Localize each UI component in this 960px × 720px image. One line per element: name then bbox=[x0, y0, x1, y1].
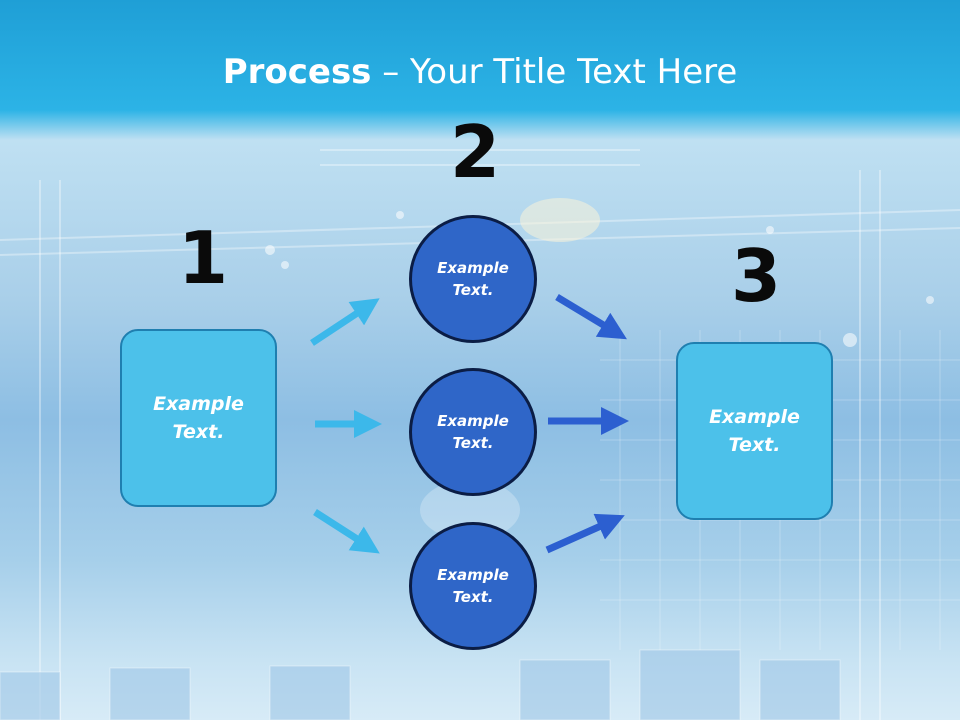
circle-top-line1: Example bbox=[437, 258, 509, 277]
circle-bottom-line2: Text. bbox=[452, 588, 494, 606]
left-box-line1: Example bbox=[153, 392, 244, 415]
arrow-bottom-to-right bbox=[545, 513, 625, 554]
arrow-left-to-top bbox=[310, 298, 380, 346]
title-rest: – Your Title Text Here bbox=[371, 52, 738, 92]
circle-top-line2: Text. bbox=[452, 281, 494, 299]
right-box-line1: Example bbox=[709, 405, 800, 428]
circle-middle-line2: Text. bbox=[452, 434, 494, 452]
slide-title: Process – Your Title Text Here bbox=[0, 52, 960, 92]
step-number-2: 2 bbox=[450, 110, 501, 194]
title-bold: Process bbox=[222, 52, 372, 92]
circle-bottom-line1: Example bbox=[437, 565, 509, 584]
left-box-line2: Text. bbox=[172, 421, 225, 443]
arrow-top-to-right bbox=[555, 294, 627, 340]
right-box-line2: Text. bbox=[728, 434, 781, 456]
step-number-1: 1 bbox=[178, 216, 229, 300]
circle-middle-line1: Example bbox=[437, 411, 509, 430]
step-number-3: 3 bbox=[731, 234, 782, 318]
arrow-left-to-bottom bbox=[313, 509, 380, 554]
